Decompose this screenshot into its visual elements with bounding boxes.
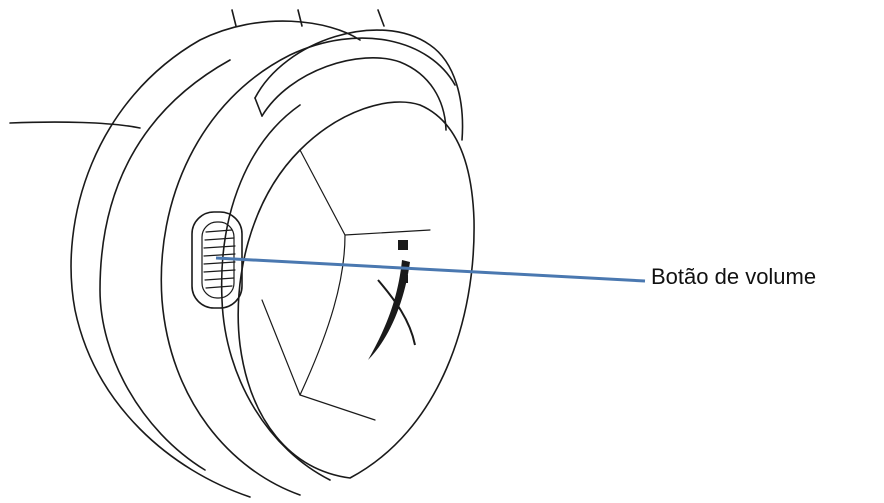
earcup-shell-inner [220,104,331,481]
volume-button-label: Botão de volume [651,264,817,289]
earcup-shell-outer [160,37,456,496]
headband-yoke [254,29,464,141]
side-plate [237,101,475,479]
ear-cushion-outer [70,20,361,498]
headband-yoke-end [254,97,263,117]
panel-facet-lower [261,299,376,421]
logo-mark [368,240,416,360]
headband-yoke-inner [261,57,447,131]
headband-stem-mid [297,9,303,27]
panel-facet-center [299,234,346,396]
callout-line [215,256,646,283]
headband-stem-right [377,9,385,27]
headband-strap [9,121,141,129]
ear-cushion-inner [99,59,231,471]
headband-stem-left [231,9,237,27]
panel-facet-upper [299,149,431,236]
